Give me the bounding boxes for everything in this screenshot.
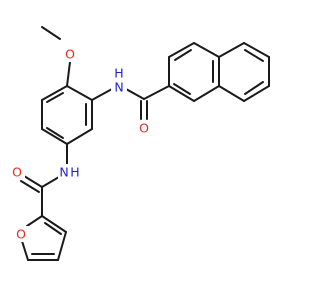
- bond-lower-co-b: [20, 180, 40, 193]
- atom-labels: O N H O N H O O: [9, 46, 152, 242]
- bond-furan-o-c2: [26, 215, 43, 227]
- bond-ring-inner-3: [46, 92, 64, 103]
- atom-o-lower-carbonyl: O: [12, 165, 22, 180]
- bond-furan-inner-1: [44, 222, 62, 235]
- bond-furan-c3-c4: [57, 231, 67, 261]
- bond-n-lower-carbonyl: [41, 176, 60, 188]
- bond-furan-c2-c3: [41, 215, 67, 233]
- molecule-canvas: O N H O N H O O: [9, 26, 270, 261]
- bond-naph-inner-4: [244, 49, 264, 62]
- molecule-structure: O N H O N H O O: [9, 26, 270, 261]
- atom-o-furan: O: [16, 227, 26, 242]
- bond-n-upper-carbonyl: [125, 88, 145, 100]
- bond-naph-inner-5: [244, 81, 264, 95]
- atom-o-methoxy: O: [65, 47, 75, 62]
- bond-naph-e-f: [193, 85, 220, 102]
- atom-n-upper: N: [114, 80, 123, 95]
- bond-naph-j-e: [218, 85, 245, 102]
- bond-methyl-o: [41, 26, 61, 40]
- bond-o-ring: [66, 61, 71, 87]
- bond-naph-d-g: [218, 42, 245, 58]
- atom-h-upper: H: [114, 66, 123, 81]
- bond-lower-co-a: [23, 175, 43, 188]
- bond-naph-b-c: [168, 42, 195, 58]
- bonds: [20, 26, 270, 261]
- bond-naph-g-h: [243, 42, 270, 58]
- bond-ring-inner-2: [46, 127, 64, 139]
- bond-naph-c-d: [193, 42, 220, 58]
- bond-naph-f-a: [168, 85, 195, 102]
- bond-ring-n-upper: [91, 88, 113, 101]
- bond-ring-c6-c1: [41, 85, 68, 101]
- atom-n-lower: N: [59, 165, 68, 180]
- bond-naph-inner-1: [174, 49, 192, 61]
- atom-o-upper-carbonyl: O: [139, 121, 149, 136]
- bond-naph-i-j: [243, 85, 270, 102]
- bond-furan-c5-o: [21, 240, 29, 261]
- bond-ring-c3-c4: [66, 128, 93, 145]
- bond-carbonyl-naph: [143, 85, 170, 100]
- bond-ring-c1-c2: [66, 85, 93, 101]
- bond-naph-inner-3: [173, 83, 191, 95]
- atom-h-lower: H: [70, 165, 79, 180]
- bond-ring-c4-c5: [41, 128, 68, 145]
